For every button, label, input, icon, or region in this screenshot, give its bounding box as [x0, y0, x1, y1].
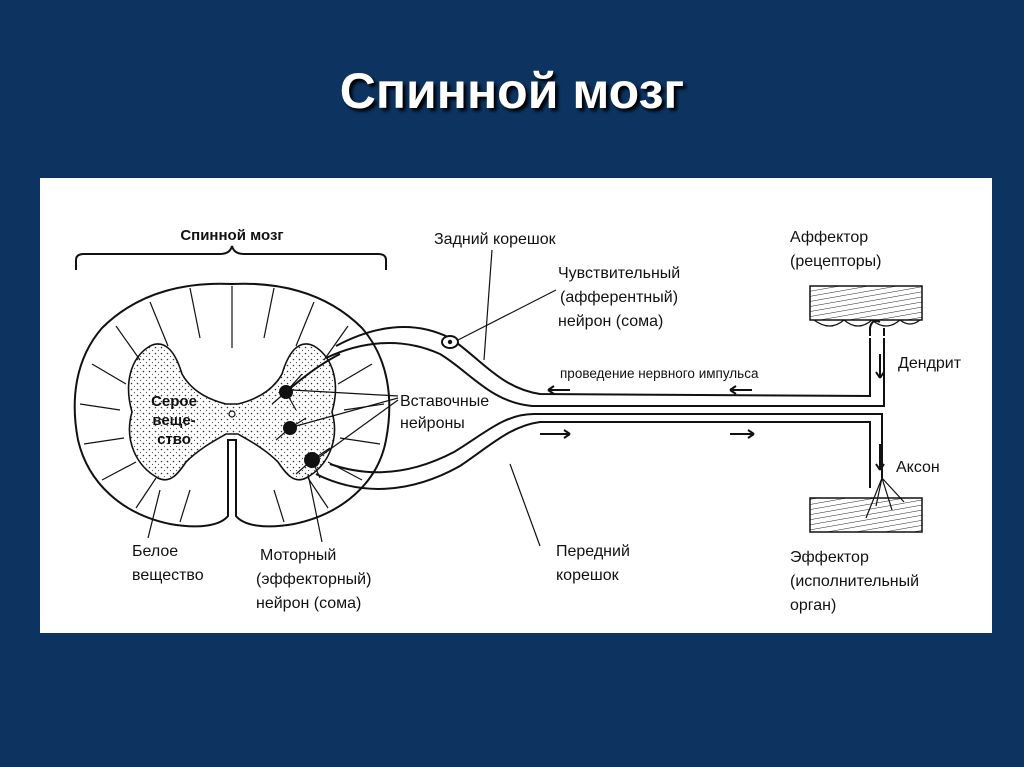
- afferent-label-2: (рецепторы): [790, 253, 881, 270]
- dendrite-label: Дендрит: [898, 355, 962, 372]
- spinal-cord-bracket-label: Спинной мозг: [180, 227, 283, 244]
- arrow-right-2: [730, 429, 755, 439]
- sensory-neuron-label-1: Чувствительный: [558, 265, 680, 282]
- motor-neuron-label-3: нейрон (сома): [256, 595, 361, 612]
- spinal-cord-bracket: Спинной мозг: [75, 227, 387, 270]
- gray-matter-label-3: ство: [157, 431, 191, 448]
- arrow-right-1: [540, 429, 571, 439]
- white-matter-outline: [73, 282, 391, 528]
- impulse-conduction-label: проведение нервного импульса: [560, 366, 759, 381]
- impulse-arrows: [540, 354, 885, 471]
- arrow-left-2: [729, 385, 752, 395]
- axon-label: Аксон: [896, 459, 940, 476]
- label-pointers: [147, 249, 557, 547]
- anterior-root-label-1: Передний: [556, 543, 630, 560]
- diagram-panel: Спинной мозг: [40, 178, 992, 633]
- slide-title: Спинной мозг: [339, 63, 685, 119]
- interneuron-pointers: [291, 389, 399, 459]
- effector-label-1: Эффектор: [790, 549, 869, 566]
- receptor-tissue: [809, 285, 923, 336]
- posterior-nerve-path: [325, 326, 885, 407]
- interneurons-label-1: Вставочные: [400, 393, 489, 410]
- spinal-cord-section: Серое веще- ство: [73, 282, 391, 528]
- effector-label-3: орган): [790, 597, 836, 614]
- dendrite-arrow: [875, 354, 885, 379]
- central-canal: [228, 410, 236, 418]
- interneuron-bodies: [271, 353, 341, 479]
- motor-neuron-label-2: (эффекторный): [256, 571, 371, 588]
- interneurons-label-2: нейроны: [400, 415, 465, 432]
- gray-matter-label-2: веще-: [152, 412, 195, 429]
- axon-arrow: [875, 444, 885, 471]
- gray-matter-label-1: Серое: [151, 393, 197, 410]
- anterior-nerve-path: [315, 413, 883, 490]
- reflex-arc-diagram: Спинной мозг: [73, 227, 962, 614]
- sensory-neuron-label-3: нейрон (сома): [558, 313, 663, 330]
- white-matter-label-1: Белое: [132, 543, 178, 560]
- motor-neuron-label-1: Моторный: [260, 547, 336, 564]
- arrow-left-1: [547, 385, 570, 395]
- white-matter-label-2: вещество: [132, 567, 204, 584]
- effector-tissue: [809, 477, 923, 533]
- posterior-root-label: Задний корешок: [434, 231, 557, 248]
- effector-label-2: (исполнительный: [790, 573, 919, 590]
- sensory-neuron-label-2: (афферентный): [560, 289, 678, 306]
- afferent-label-1: Аффектор: [790, 229, 868, 246]
- white-matter-fibers: [79, 286, 385, 523]
- anterior-root-label-2: корешок: [556, 567, 620, 584]
